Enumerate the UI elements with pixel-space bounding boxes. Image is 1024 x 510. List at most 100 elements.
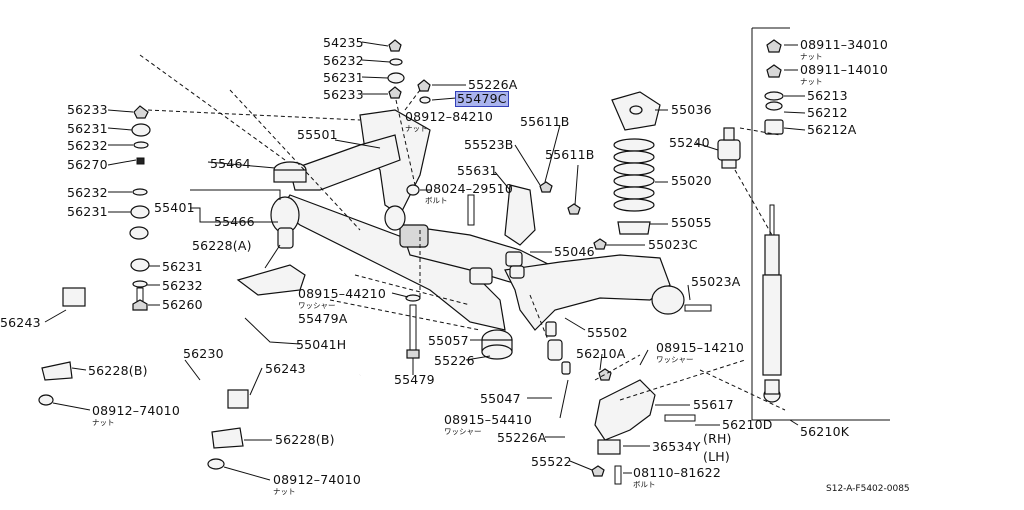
shock-frame: [751, 27, 890, 421]
label-56210k[interactable]: 56210K: [800, 424, 850, 439]
label-36534y[interactable]: 36534Y: [652, 439, 701, 454]
label-56243-right[interactable]: 56243: [265, 361, 306, 376]
label-08911-14010[interactable]: 08911–14010: [800, 62, 888, 77]
label-55479a[interactable]: 55479A: [298, 311, 348, 326]
label-56243-left[interactable]: 56243: [0, 315, 41, 330]
label-55020[interactable]: 55020: [671, 173, 712, 188]
label-55047[interactable]: 55047: [480, 391, 521, 406]
label-55501[interactable]: 55501: [297, 127, 338, 142]
stabilizer-bar: [52, 229, 362, 411]
label-08024-29510[interactable]: 08024–29510: [425, 181, 513, 196]
bump-stop-55240: [717, 127, 741, 169]
label-56232-left[interactable]: 56232: [67, 138, 108, 153]
label-56228b-2[interactable]: 56228(B): [275, 432, 335, 447]
nut-55611b-1: [539, 181, 553, 193]
bushing-55046: [505, 251, 523, 267]
label-56233-top[interactable]: 56233: [323, 87, 364, 102]
label-55611b-1[interactable]: 55611B: [520, 114, 570, 129]
bolt-55479: [405, 184, 421, 359]
bolt-55023a: [684, 304, 712, 312]
label-56228a[interactable]: 56228(A): [192, 238, 252, 253]
label-55611b-2[interactable]: 55611B: [545, 147, 595, 162]
bushing-55046b: [509, 265, 525, 279]
bracket-55046: [469, 267, 493, 285]
label-lh: (LH): [703, 449, 730, 464]
label-56213[interactable]: 56213: [807, 88, 848, 103]
bracket-55523b: [504, 184, 536, 246]
label-08912-74010-b[interactable]: 08912–74010: [273, 472, 361, 487]
label-55226[interactable]: 55226: [434, 353, 475, 368]
label-55055[interactable]: 55055: [671, 215, 712, 230]
coil-spring-55020: [611, 91, 661, 235]
label-56231-top[interactable]: 56231: [323, 70, 364, 85]
label-56231-mid[interactable]: 56231: [162, 259, 203, 274]
label-56232-top[interactable]: 56232: [323, 53, 364, 68]
label-08915-54410[interactable]: 08915–54410: [444, 412, 532, 427]
label-55401[interactable]: 55401: [154, 200, 195, 215]
nut-08912-74010-a: [38, 394, 54, 406]
label-56212[interactable]: 56212: [807, 105, 848, 120]
stabilizer-bushing-right: [227, 389, 249, 409]
label-56232-mid[interactable]: 56232: [162, 278, 203, 293]
bolt-08024-29510: [467, 194, 475, 226]
label-55522[interactable]: 55522: [531, 454, 572, 469]
bracket-56228a: [236, 264, 306, 296]
label-56260[interactable]: 56260: [162, 297, 203, 312]
label-56232-left-2[interactable]: 56232: [67, 185, 108, 200]
label-56212a[interactable]: 56212A: [807, 122, 857, 137]
label-56231-left-2[interactable]: 56231: [67, 204, 108, 219]
bushing-55464: [273, 161, 307, 183]
label-55479[interactable]: 55479: [394, 372, 435, 387]
label-55023c[interactable]: 55023C: [648, 237, 698, 252]
bushing-55047b: [545, 321, 557, 337]
nut-56210a: [598, 368, 612, 381]
label-08915-14210[interactable]: 08915–14210: [656, 340, 744, 355]
label-washer-1: ワッシャー: [298, 301, 336, 310]
label-55036[interactable]: 55036: [671, 102, 712, 117]
label-56230[interactable]: 56230: [183, 346, 224, 361]
label-08912-74010-a[interactable]: 08912–74010: [92, 403, 180, 418]
label-55464[interactable]: 55464: [210, 156, 251, 171]
label-56270[interactable]: 56270: [67, 157, 108, 172]
label-55041h[interactable]: 55041H: [296, 337, 347, 352]
shock-absorber-56210k: [762, 204, 782, 403]
lower-arm-55502: [504, 254, 671, 331]
shock-top-stack: [764, 39, 784, 135]
nut-55611b-2: [567, 203, 581, 215]
label-54235[interactable]: 54235: [323, 35, 364, 50]
label-55226a-top[interactable]: 55226A: [468, 77, 518, 92]
nut-55226a-bot: [561, 361, 571, 375]
label-55631[interactable]: 55631: [457, 163, 498, 178]
label-55523b[interactable]: 55523B: [464, 137, 514, 152]
bracket-56228b-2: [211, 427, 244, 449]
label-08912-84210[interactable]: 08912–84210: [405, 109, 493, 124]
label-nut-3: ナット: [273, 487, 296, 496]
bolt-08110-81622: [614, 465, 622, 485]
label-55057[interactable]: 55057: [428, 333, 469, 348]
ball-joint: [651, 285, 685, 315]
label-55617[interactable]: 55617: [693, 397, 734, 412]
label-56210d[interactable]: 56210D: [722, 417, 773, 432]
label-55240[interactable]: 55240: [669, 135, 710, 150]
nut-55023c: [593, 238, 607, 250]
label-55226a-bottom[interactable]: 55226A: [497, 430, 547, 445]
label-56210a[interactable]: 56210A: [576, 346, 626, 361]
label-56228b-1[interactable]: 56228(B): [88, 363, 148, 378]
label-55023a[interactable]: 55023A: [691, 274, 741, 289]
label-08915-44210[interactable]: 08915–44210: [298, 286, 386, 301]
label-56231-left[interactable]: 56231: [67, 121, 108, 136]
label-nut-4: ナット: [800, 52, 823, 61]
label-55479c-highlighted[interactable]: 55479C: [455, 91, 509, 107]
label-nut-1: ナット: [405, 124, 428, 133]
label-55046[interactable]: 55046: [554, 244, 595, 259]
label-55466[interactable]: 55466: [214, 214, 255, 229]
label-55502[interactable]: 55502: [587, 325, 628, 340]
top-center-stack: [387, 39, 431, 104]
label-washer-2: ワッシャー: [656, 355, 694, 364]
bolt-56210d: [664, 414, 696, 422]
label-08911-34010[interactable]: 08911–34010: [800, 37, 888, 52]
label-56233-left[interactable]: 56233: [67, 102, 108, 117]
label-08110-81622[interactable]: 08110–81622: [633, 465, 721, 480]
bracket-56228b-1: [41, 361, 73, 381]
